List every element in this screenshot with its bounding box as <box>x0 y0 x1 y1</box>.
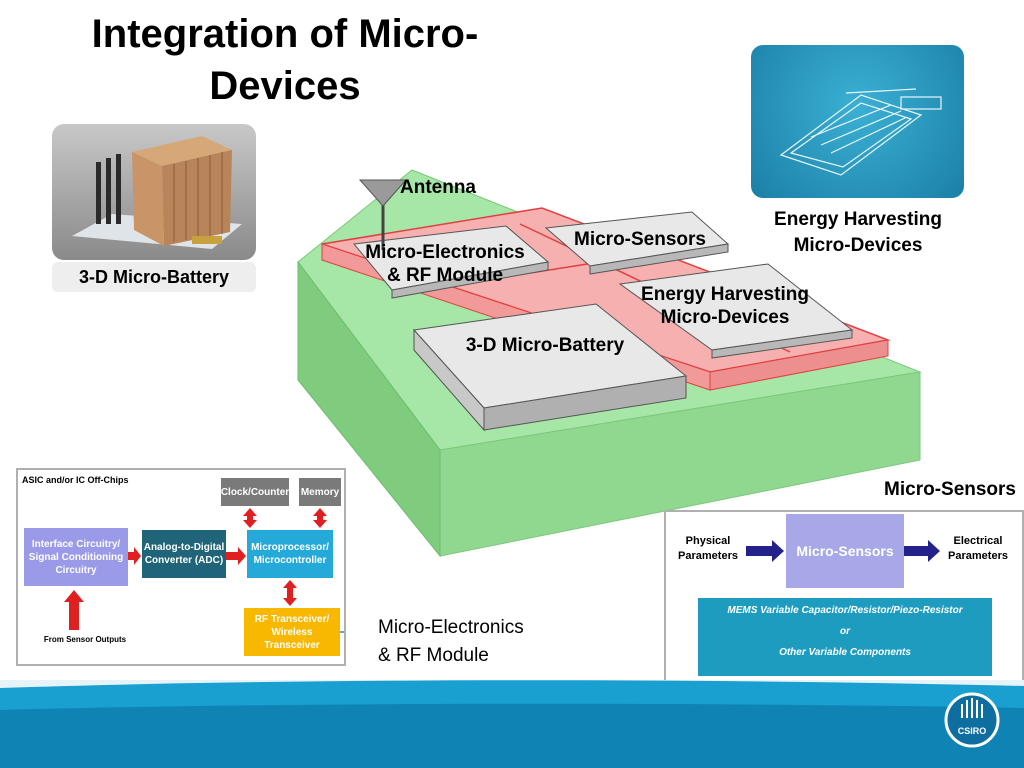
electronics-caption-line2: & RF Module <box>378 645 489 666</box>
chip-sensors-label: Micro-Sensors <box>574 229 706 250</box>
mems-components-block: MEMS Variable Capacitor/Resistor/Piezo-R… <box>698 598 992 676</box>
adc-block: Analog-to-Digital Converter (ADC) <box>142 530 226 578</box>
energy-harvesting-image <box>751 45 964 198</box>
mems-text: MEMS Variable Capacitor/Resistor/Piezo-R… <box>727 605 963 616</box>
chip-battery-label: 3-D Micro-Battery <box>465 335 625 356</box>
energy-harvesting-caption: Energy Harvesting Micro-Devices <box>740 207 976 259</box>
chip-harvesting-label-line2: Micro-Devices <box>660 307 790 328</box>
arrow-electrical-out <box>904 540 940 562</box>
interface-circuitry-block: Interface Circuitry/ Signal Conditioning… <box>24 528 128 586</box>
antenna-label: Antenna <box>400 177 476 198</box>
chip-electronics-label: Micro-Electronics & RF Module <box>340 241 550 287</box>
sensors-caption: Micro-Sensors <box>884 479 1016 500</box>
arrow-mcu-rf <box>283 580 297 606</box>
red-layer-right <box>709 339 889 391</box>
csiro-logo <box>944 692 1000 748</box>
rf-antenna-icon <box>340 631 344 633</box>
arrow-sensor-up <box>64 590 84 630</box>
arrow-clock-mcu <box>243 508 257 528</box>
micro-battery-image <box>52 124 256 260</box>
arrow-interface-adc <box>128 547 141 565</box>
csiro-logo-text: CSIRO <box>957 726 987 736</box>
clock-counter-block: Clock/Counter <box>221 478 289 506</box>
sensor-outputs-label: From Sensor Outputs <box>43 635 127 644</box>
asic-arrows <box>64 508 344 633</box>
arrow-adc-mcu <box>226 547 246 565</box>
energy-harvesting-caption-line2: Micro-Devices <box>793 235 923 256</box>
rf-transceiver-block: RF Transceiver/ Wireless Transceiver <box>244 608 340 656</box>
micro-battery-caption: 3-D Micro-Battery <box>52 262 256 292</box>
chip-electronics-label-line1: Micro-Electronics <box>365 242 525 263</box>
chip-harvesting-label-line1: Energy Harvesting <box>641 284 809 305</box>
chip-harvesting-label: Energy Harvesting Micro-Devices <box>612 283 838 329</box>
microprocessor-block: Microprocessor/ Microcontroller <box>247 530 333 578</box>
electronics-caption: Micro-Electronics & RF Module <box>378 614 578 670</box>
micro-battery-illustration <box>72 136 242 249</box>
asic-panel: ASIC and/or IC Off-Chips Clock/Counter M… <box>16 468 346 666</box>
asic-panel-header: ASIC and/or IC Off-Chips <box>22 475 129 485</box>
memory-block: Memory <box>299 478 341 506</box>
page-title: Integration of Micro-Devices <box>91 12 479 108</box>
or-text: or <box>840 626 850 637</box>
green-base-left <box>297 260 441 558</box>
physical-parameters-label: Physical Parameters <box>678 535 738 562</box>
micro-sensors-center-block: Micro-Sensors <box>786 514 904 588</box>
sensors-panel: Physical Parameters Micro-Sensors Electr… <box>664 510 1024 684</box>
energy-harvesting-illustration <box>779 88 942 176</box>
other-components-text: Other Variable Components <box>779 647 911 658</box>
footer-band <box>0 680 1024 768</box>
arrow-memory-mcu <box>313 508 327 528</box>
chip-electronics-label-line2: & RF Module <box>386 265 504 286</box>
electrical-parameters-label: Electrical Parameters <box>948 535 1008 562</box>
energy-harvesting-caption-line1: Energy Harvesting <box>774 209 942 230</box>
antenna-icon <box>358 179 408 250</box>
sensor-arrows <box>746 540 940 562</box>
arrow-physical-in <box>746 540 784 562</box>
electronics-caption-line1: Micro-Electronics <box>378 617 524 638</box>
